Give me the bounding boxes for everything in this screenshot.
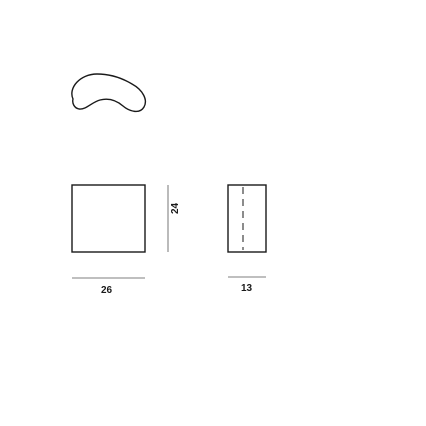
height-dimension-label: 24 [170,202,181,214]
width-dimension-label: 26 [101,285,113,296]
front-view-rect [71,184,146,253]
depth-dimension-label: 13 [241,283,253,294]
top-view-outline [71,73,147,113]
side-view-rect [227,184,267,253]
